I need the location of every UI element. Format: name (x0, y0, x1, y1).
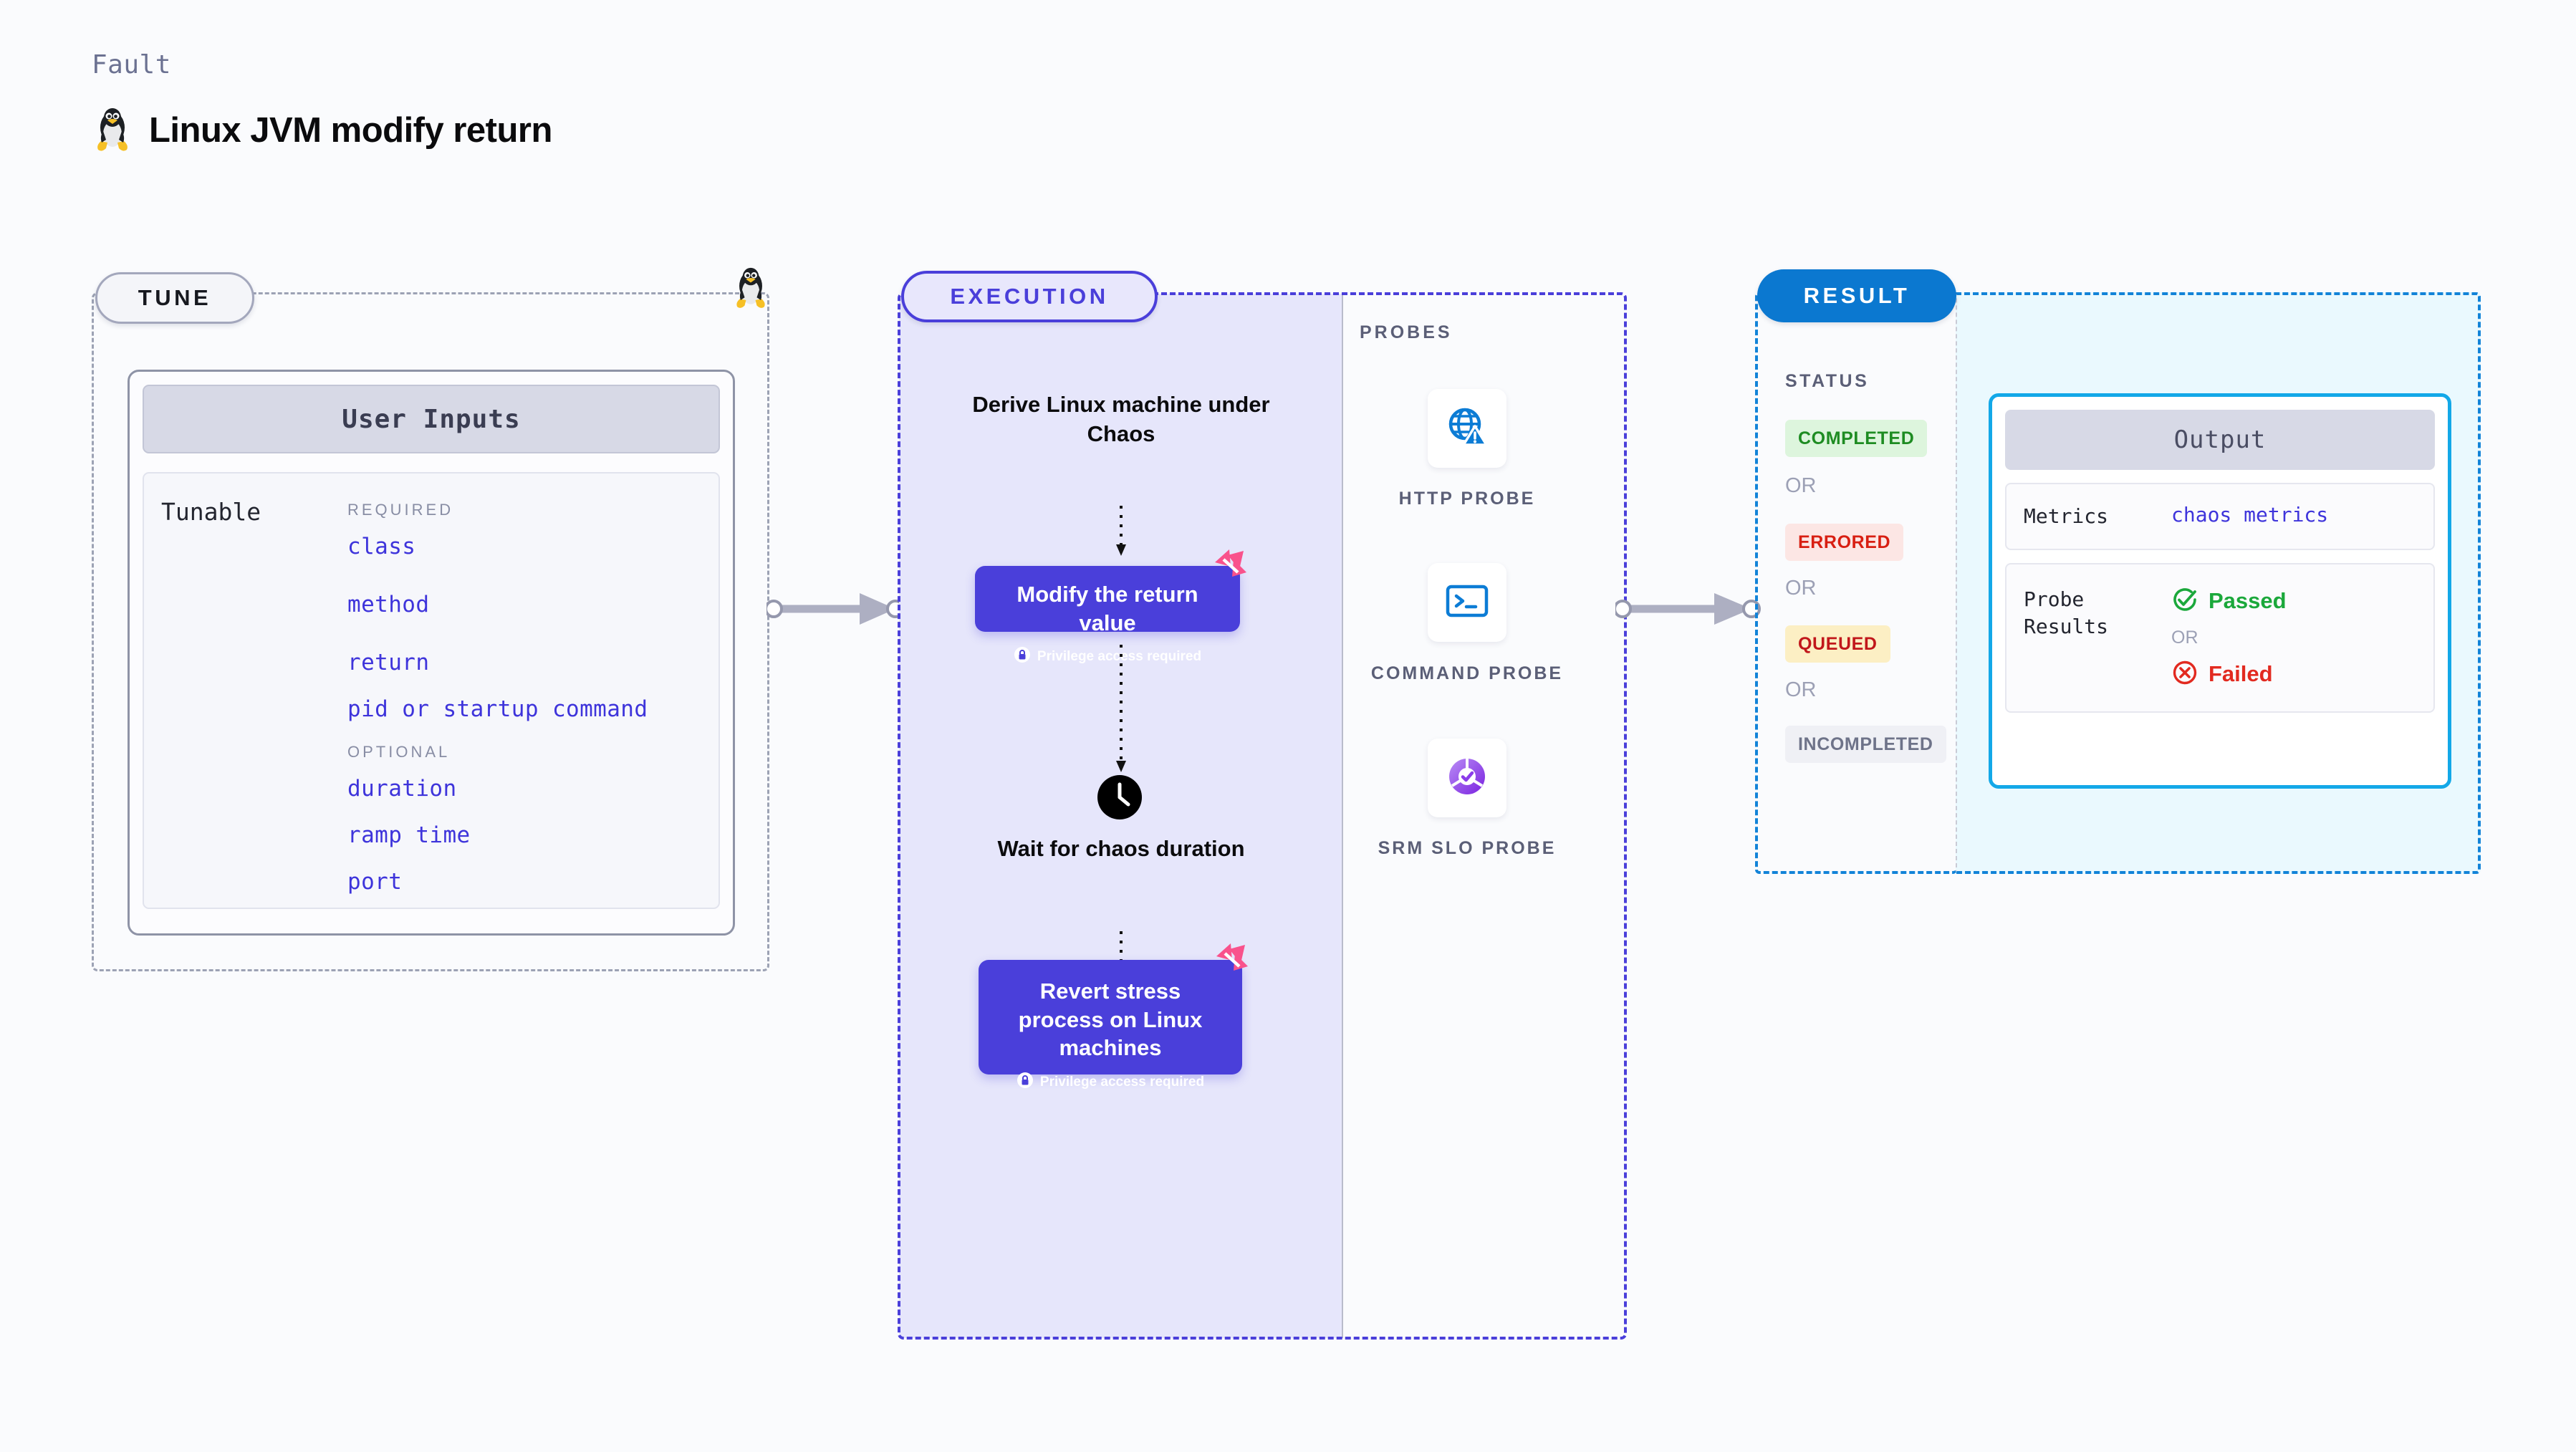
lock-icon (1017, 1072, 1034, 1093)
execution-step-revert-stress-process[interactable]: Revert stress process on Linux machines … (979, 960, 1242, 1090)
probe-result-passed: Passed (2171, 586, 2287, 617)
privilege-note-text: Privilege access required (1037, 649, 1202, 665)
probe-result-failed: Failed (2171, 659, 2287, 690)
tunable-item-port[interactable]: port (347, 869, 403, 895)
probe-results-values: Passed OR Failed (2171, 586, 2287, 690)
page-title: Linux JVM modify return (149, 111, 552, 150)
execution-probes-panel (898, 292, 1627, 1340)
linux-tux-icon (92, 107, 133, 154)
optional-group-heading: OPTIONAL (347, 743, 451, 761)
tunable-section: Tunable REQUIRED class method return pid… (143, 472, 720, 909)
harness-chaos-badge-icon (1213, 938, 1252, 980)
linux-tux-boundary-icon (731, 266, 771, 314)
fault-kicker-label: Fault (92, 50, 171, 80)
globe-warning-icon (1445, 405, 1489, 453)
probe-card-srm-slo[interactable] (1428, 739, 1506, 817)
probes-section-label: PROBES (1360, 322, 1453, 342)
arrow-modify-to-wait (1110, 645, 1132, 777)
probe-card-command[interactable] (1428, 563, 1506, 642)
revert-stress-title: Revert stress process on Linux machines (1018, 979, 1203, 1061)
revert-stress-privilege-note: Privilege access required (979, 1072, 1242, 1093)
tunable-item-return[interactable]: return (347, 650, 430, 675)
connector-tune-to-execution (764, 587, 910, 634)
harness-chaos-badge-icon (1212, 544, 1251, 586)
probe-label-srm-slo: SRM SLO PROBE (1378, 838, 1557, 858)
modify-return-title: Modify the return value (1017, 582, 1198, 635)
tunable-item-class[interactable]: class (347, 534, 416, 559)
required-group-heading: REQUIRED (347, 501, 454, 519)
probe-results-key-label: Probe Results (2024, 587, 2109, 638)
tunable-item-pid-or-startup-command[interactable]: pid or startup command (347, 696, 648, 722)
status-badge-errored: ERRORED (1785, 524, 1904, 561)
status-badge-completed: COMPLETED (1785, 420, 1928, 457)
status-or-2: OR (1785, 577, 1817, 600)
status-or-3: OR (1785, 678, 1817, 701)
status-or-1: OR (1785, 474, 1817, 497)
probe-label-http: HTTP PROBE (1398, 489, 1536, 509)
clock-icon (1096, 774, 1143, 824)
passed-label: Passed (2209, 588, 2287, 614)
privilege-note-text: Privilege access required (1039, 1074, 1205, 1090)
tunable-item-ramp-time[interactable]: ramp time (347, 822, 471, 848)
tune-pill-label: TUNE (95, 272, 254, 324)
connector-probes-to-result (1613, 587, 1766, 634)
output-card: Output Metrics chaos metrics Probe Resul… (1989, 393, 2451, 789)
terminal-icon (1446, 584, 1489, 622)
status-badge-incompleted: INCOMPLETED (1785, 726, 1946, 763)
tunable-item-duration[interactable]: duration (347, 776, 457, 802)
tune-panel (92, 292, 769, 971)
result-pill-label: RESULT (1757, 269, 1956, 322)
lock-icon (1014, 646, 1031, 668)
tunable-label: Tunable (161, 498, 261, 526)
user-inputs-card: User Inputs Tunable REQUIRED class metho… (128, 370, 735, 936)
slo-check-icon (1445, 754, 1489, 802)
arrow-derive-to-modify (1110, 506, 1132, 561)
metrics-value[interactable]: chaos metrics (2171, 503, 2329, 527)
metrics-key-label: Metrics (2024, 504, 2109, 528)
modify-return-privilege-note: Privilege access required (975, 646, 1240, 668)
tunable-items-list: REQUIRED class method return pid or star… (347, 498, 719, 908)
status-section-label: STATUS (1785, 371, 1870, 391)
probe-label-command: COMMAND PROBE (1370, 663, 1564, 683)
output-row-metrics: Metrics chaos metrics (2005, 483, 2435, 550)
execution-step-modify-return-value[interactable]: Modify the return value Privilege access… (975, 566, 1240, 664)
failed-label: Failed (2209, 661, 2273, 687)
execution-step-derive-machine: Derive Linux machine under Chaos (972, 392, 1270, 446)
status-badge-queued: QUEUED (1785, 625, 1890, 663)
user-inputs-title: User Inputs (143, 385, 720, 453)
execution-pill-label: EXECUTION (901, 271, 1158, 322)
check-circle-icon (2171, 586, 2198, 617)
page-header: Fault Linux JVM modify return (92, 50, 552, 154)
fault-title-row: Linux JVM modify return (92, 107, 552, 154)
tunable-item-method[interactable]: method (347, 592, 430, 617)
execution-step-wait-for-chaos-duration: Wait for chaos duration (997, 836, 1245, 861)
probe-result-or: OR (2171, 627, 2198, 648)
probe-card-http[interactable] (1428, 389, 1506, 468)
x-circle-icon (2171, 659, 2198, 690)
output-card-title: Output (2005, 410, 2435, 470)
output-row-probe-results: Probe Results Passed OR (2005, 562, 2435, 713)
